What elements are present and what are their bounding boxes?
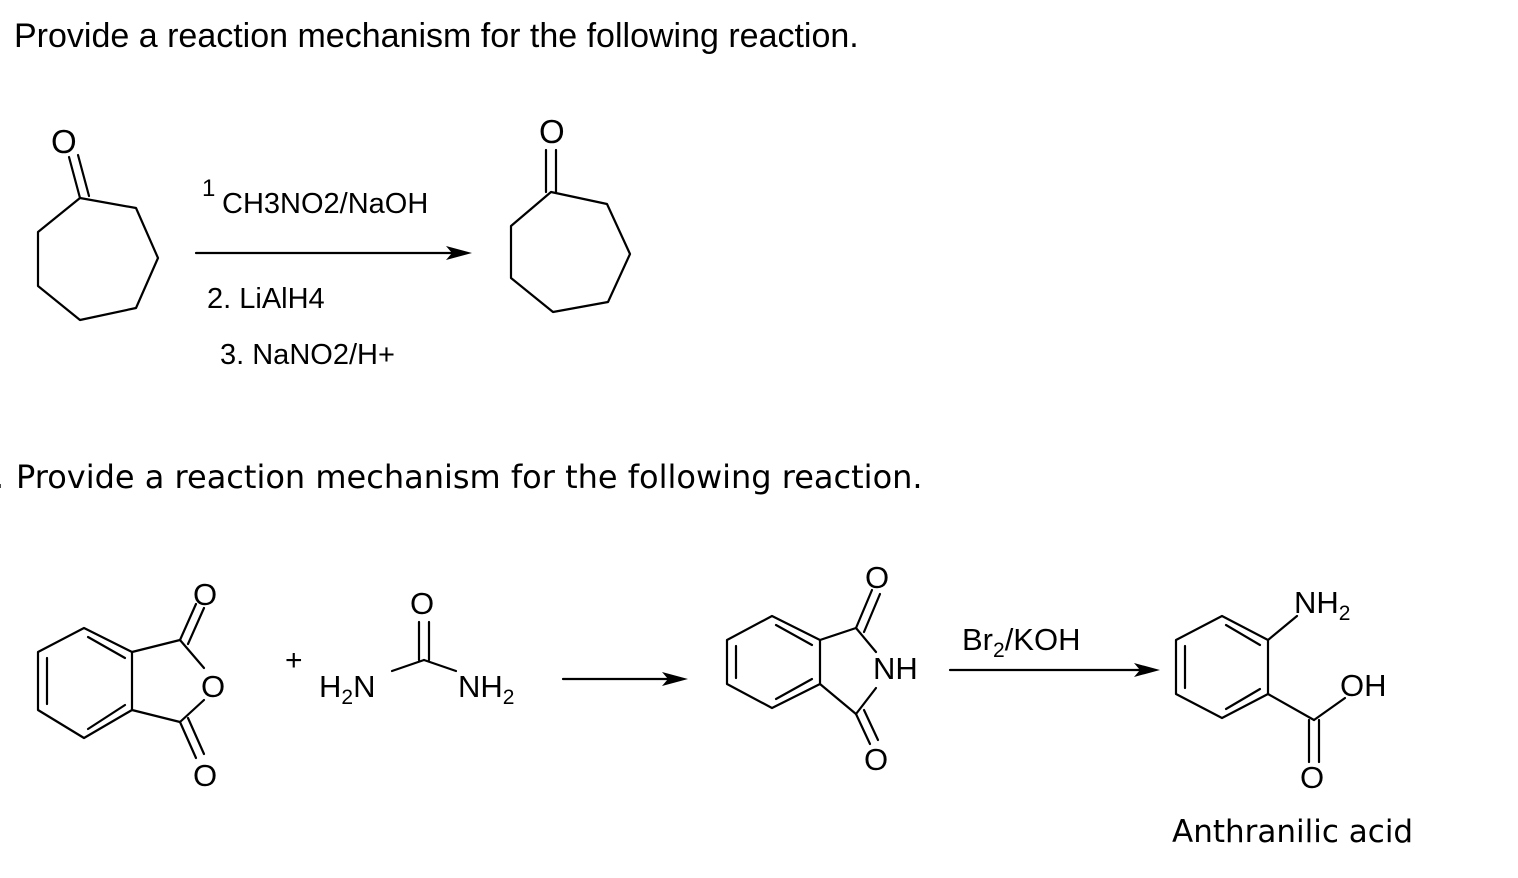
step-1-reagent: CH3NO2/NaOH (222, 188, 428, 220)
reaction-2-arrow-2 (948, 663, 1160, 677)
urea-right-amine: NH2 (458, 669, 514, 709)
carbonyl-double-bond (67, 155, 82, 200)
phthalimide-top-oxygen: O (865, 560, 889, 595)
reaction-1-arrow (194, 246, 472, 260)
anthranilic-acid: NH2 OH O (1174, 585, 1387, 795)
cycloheptanone-product: O (509, 113, 632, 314)
anhydride-bottom-oxygen: O (193, 758, 217, 793)
phthalimide-nh: NH (873, 651, 918, 686)
anhydride-top-oxygen: O (193, 577, 217, 612)
step-3-reagent: 3. NaNO2/H+ (220, 339, 395, 371)
product-cycloheptane-ring (509, 190, 632, 314)
phthalimide: O NH O (725, 560, 918, 777)
anthranilic-hydroxyl: OH (1340, 668, 1387, 703)
urea-left-amine: H2N (319, 669, 375, 709)
anthranilic-amine: NH2 (1294, 585, 1350, 625)
anhydride-ring-oxygen: O (201, 669, 225, 704)
question-1-prompt: Provide a reaction mechanism for the fol… (14, 17, 859, 55)
product-oxygen-label: O (539, 113, 565, 150)
urea: O H2N NH2 (319, 586, 514, 709)
step-1-number: 1 (202, 175, 215, 202)
reactant-oxygen-label: O (51, 123, 77, 160)
cycloheptanone-reactant: O (36, 123, 160, 322)
question-2-prompt: Provide a reaction mechanism for the fol… (16, 458, 923, 496)
product-name-caption: Anthranilic acid (1172, 814, 1413, 850)
urea-oxygen: O (410, 586, 434, 621)
anhydride-benzene-ring (36, 626, 134, 740)
step-2-reagent: 2. LiAlH4 (207, 283, 325, 315)
phthalimide-bottom-oxygen: O (864, 742, 888, 777)
reaction-2-step-2-reagent: Br2/KOH (962, 622, 1080, 662)
reaction-2-arrow-1 (561, 672, 688, 686)
phthalic-anhydride: O O O (36, 577, 225, 793)
anthranilic-benzene-ring (1174, 614, 1270, 720)
cycloheptane-ring (36, 196, 160, 322)
plus-sign: + (285, 644, 303, 677)
phthalimide-benzene-ring (725, 614, 822, 710)
carbonyl-double-bond-2 (76, 153, 91, 198)
question-2-marker: . (0, 458, 4, 496)
anthranilic-carbonyl-oxygen: O (1300, 760, 1324, 795)
